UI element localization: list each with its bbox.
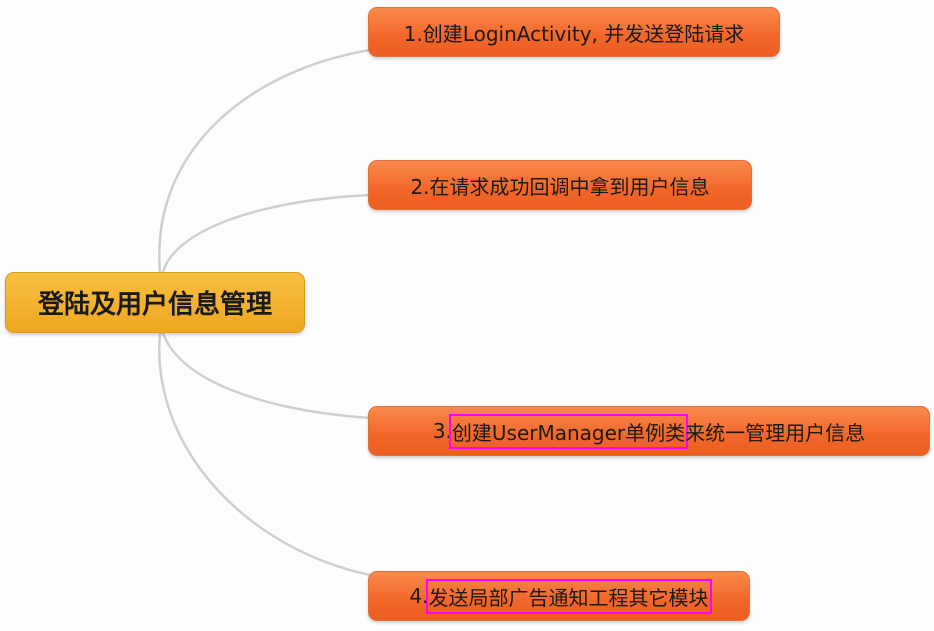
child-label: 2.在请求成功回调中拿到用户信息	[410, 174, 710, 199]
child-node-3[interactable]: 3.创建UserManager单例类来统一管理用户信息	[368, 406, 930, 456]
link-3	[161, 332, 371, 420]
highlighted-text: 创建UserManager单例类	[448, 413, 689, 449]
child-label: 1.创建LoginActivity, 并发送登陆请求	[403, 21, 745, 46]
root-label: 登陆及用户信息管理	[37, 290, 272, 320]
link-1	[158, 48, 371, 273]
link-2	[161, 193, 371, 273]
highlighted-text: 发送局部广告通知工程其它模块	[425, 578, 712, 614]
child-label-suffix: 来统一管理用户信息	[685, 420, 866, 445]
child-node-2[interactable]: 2.在请求成功回调中拿到用户信息	[368, 160, 752, 210]
child-node-4[interactable]: 4.发送局部广告通知工程其它模块	[368, 571, 750, 621]
link-4	[158, 332, 371, 577]
child-label-prefix: 4.	[409, 584, 429, 608]
child-label-prefix: 3.	[432, 419, 452, 443]
root-node[interactable]: 登陆及用户信息管理	[5, 272, 305, 333]
child-node-1[interactable]: 1.创建LoginActivity, 并发送登陆请求	[368, 7, 780, 57]
